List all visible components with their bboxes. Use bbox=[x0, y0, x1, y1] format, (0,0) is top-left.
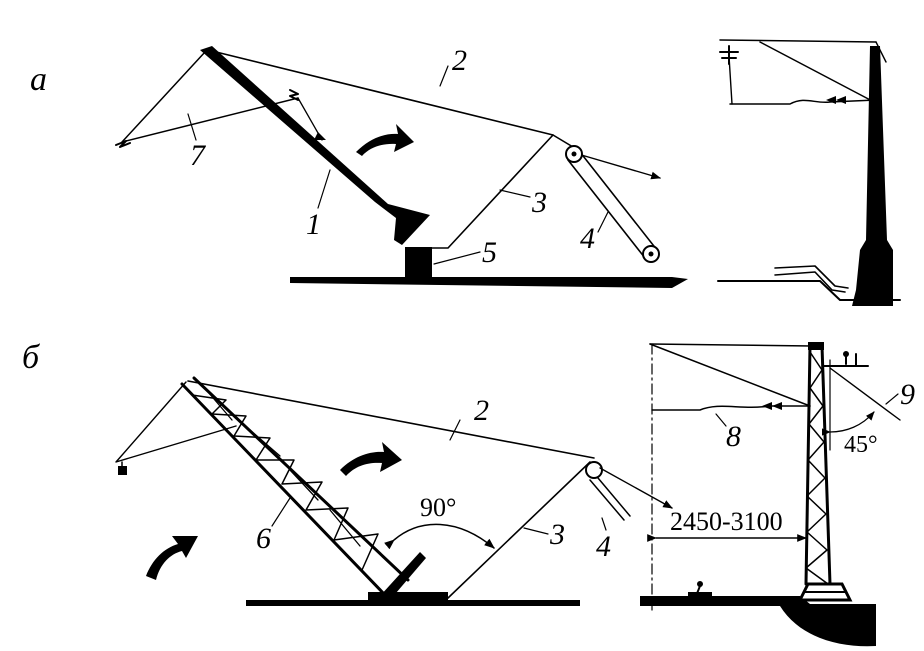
angle-arc-45 bbox=[821, 411, 875, 436]
base-plate-b bbox=[368, 592, 448, 602]
label-catenary: 8 bbox=[726, 420, 741, 453]
label-bracket: 9 bbox=[900, 378, 915, 411]
label-rope-b: 3 bbox=[549, 518, 565, 551]
angle-90-label: 90° bbox=[420, 493, 456, 522]
support-mast-b: 45° 2450-3100 8 9 bbox=[640, 342, 915, 647]
rotation-arrow-b1 bbox=[340, 442, 402, 476]
angle-arc-90 bbox=[384, 523, 495, 550]
label-strut-a: 4 bbox=[580, 222, 595, 255]
wire-a bbox=[115, 51, 326, 148]
anchor-wire-b bbox=[115, 381, 237, 463]
label-lattice-boom: 6 bbox=[256, 522, 271, 555]
angle-45-label: 45° bbox=[844, 432, 878, 458]
cable-a bbox=[207, 49, 554, 136]
pull-arrow-b bbox=[599, 467, 673, 509]
rotation-arrow-a bbox=[356, 124, 414, 156]
panel-b: б 90° bbox=[22, 339, 673, 606]
pulley-b bbox=[585, 461, 603, 479]
label-strut-b: 4 bbox=[596, 530, 611, 563]
label-boom: 1 bbox=[306, 208, 321, 241]
panel-a: а bbox=[30, 44, 688, 288]
strut-b bbox=[585, 461, 631, 521]
label-cable-b: 2 bbox=[474, 394, 489, 427]
mast-pole-a bbox=[852, 46, 893, 306]
panel-a-letter: а bbox=[30, 61, 47, 98]
label-base: 5 bbox=[482, 236, 497, 269]
clearance-value: 2450-3100 bbox=[670, 507, 783, 536]
label-wire: 7 bbox=[190, 139, 207, 172]
lattice-mast bbox=[804, 342, 832, 586]
label-cable-a: 2 bbox=[452, 44, 467, 77]
support-mast-a bbox=[717, 39, 901, 306]
rope-b bbox=[447, 461, 591, 599]
base-block bbox=[405, 247, 432, 279]
ground-profile-b bbox=[640, 596, 876, 647]
strut-a bbox=[565, 145, 660, 263]
panel-b-letter: б bbox=[22, 339, 41, 376]
ground-line-b bbox=[246, 600, 580, 606]
ground-line-a bbox=[290, 277, 688, 288]
lattice-boom bbox=[180, 376, 426, 600]
heavy-boom bbox=[200, 46, 430, 245]
rope-a bbox=[431, 134, 579, 249]
pull-arrow-a bbox=[577, 153, 661, 180]
boom-foot bbox=[380, 552, 426, 600]
label-rope-a: 3 bbox=[531, 186, 547, 219]
cable-b bbox=[187, 380, 595, 459]
rotation-arrow-b2 bbox=[146, 536, 198, 580]
